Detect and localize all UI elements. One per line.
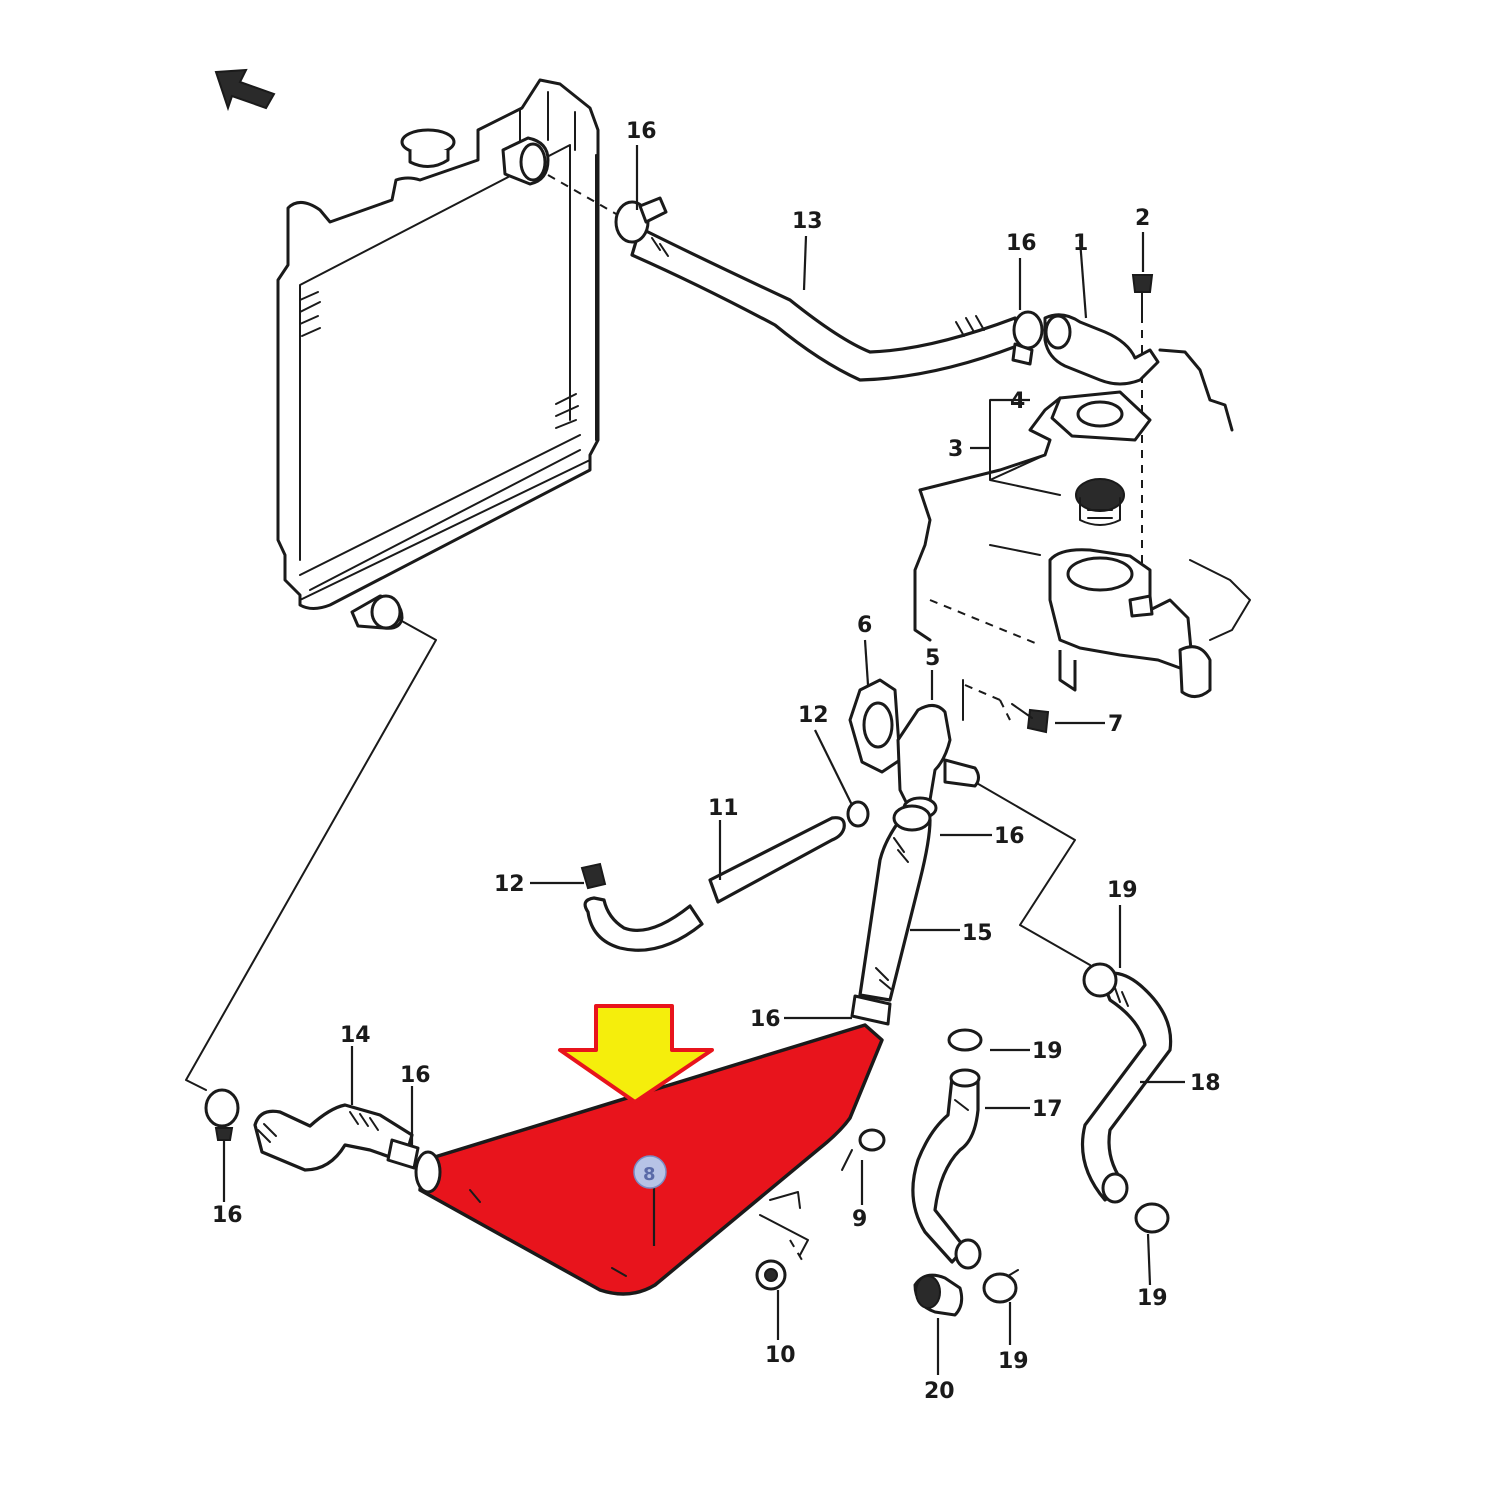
callout-8-badge [633, 1155, 667, 1189]
label-2: 2 [1135, 206, 1150, 231]
label-1: 1 [1073, 231, 1088, 256]
label-6: 6 [857, 613, 872, 638]
label-16: 16 [212, 1203, 243, 1228]
thermostat [1075, 478, 1125, 526]
label-12: 12 [798, 703, 829, 728]
engine-thermostat-housing [913, 348, 1251, 698]
label-16: 16 [750, 1007, 781, 1032]
label-18: 18 [1190, 1071, 1221, 1096]
nut-10-icon [755, 1259, 787, 1291]
label-9: 9 [852, 1207, 867, 1232]
water-inlet-gasket [848, 678, 902, 774]
label-10: 10 [765, 1343, 796, 1368]
label-20: 20 [924, 1379, 955, 1404]
label-5: 5 [925, 646, 940, 671]
hose-14 [204, 1088, 420, 1172]
bracket [759, 1191, 809, 1266]
upper-radiator-hose [614, 196, 1044, 382]
label-4: 4 [1010, 389, 1025, 414]
label-19: 19 [1137, 1286, 1168, 1311]
label-19: 19 [1107, 878, 1138, 903]
label-16: 16 [626, 119, 657, 144]
hose-18 [1081, 962, 1173, 1234]
label-7: 7 [1108, 712, 1123, 737]
thermostat-gasket [1050, 390, 1152, 442]
bolt-7-icon [1011, 703, 1050, 734]
plug-20-icon [913, 1273, 964, 1317]
label-13: 13 [792, 209, 823, 234]
hose-17 [911, 1028, 983, 1270]
label-17: 17 [1032, 1097, 1063, 1122]
label-15: 15 [962, 921, 993, 946]
label-14: 14 [340, 1023, 371, 1048]
label-3: 3 [948, 437, 963, 462]
clamp-19-icon [982, 1269, 1019, 1304]
front-direction-arrow-icon [214, 68, 276, 112]
part-number-labels: 16 13 16 1 2 4 3 6 5 7 12 11 12 16 15 19… [212, 119, 1221, 1404]
label-16: 16 [400, 1063, 431, 1088]
hose-15 [850, 804, 932, 1026]
bolt-9-icon [841, 1128, 886, 1171]
label-19: 19 [1032, 1039, 1063, 1064]
highlight-pointer-arrow [558, 1004, 714, 1104]
leader-lines [222, 145, 1185, 1375]
label-12: 12 [494, 872, 525, 897]
label-8: 8 [643, 1164, 656, 1185]
label-11: 11 [708, 796, 739, 821]
thermostat-cover [1043, 274, 1160, 386]
radiator [276, 78, 600, 630]
label-16: 16 [1006, 231, 1037, 256]
label-16: 16 [994, 824, 1025, 849]
bypass-hose [580, 800, 870, 952]
water-inlet-pipe [896, 704, 980, 820]
label-19: 19 [998, 1349, 1029, 1374]
